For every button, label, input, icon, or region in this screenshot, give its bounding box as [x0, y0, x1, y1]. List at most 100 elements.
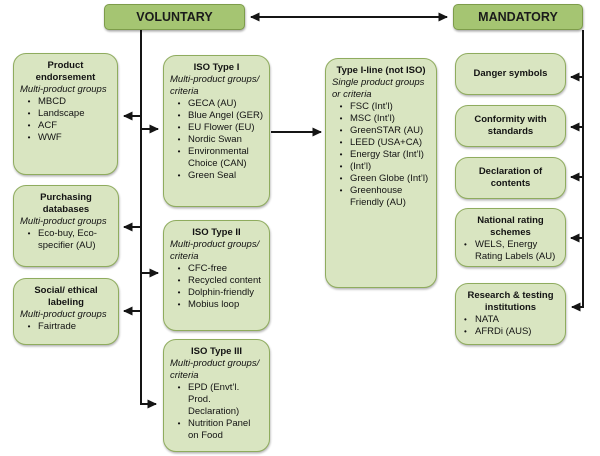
bullet-dot: •	[27, 229, 31, 238]
bullet-dot: •	[177, 288, 181, 297]
box-title: Danger symbols	[473, 68, 548, 79]
box-title: National rating schemes	[477, 215, 544, 238]
bullet-text: GECA (AU)	[188, 98, 237, 109]
bullet-text: Blue Angel (GER)	[188, 110, 263, 121]
bullet-list: •GECA (AU)•Blue Angel (GER)•EU Flower (E…	[170, 98, 263, 182]
bullet-text: MBCD	[38, 96, 66, 107]
bullet-item: •Green Seal	[170, 170, 263, 182]
box-title: Product endorsement	[35, 60, 96, 83]
box-purchasing-databases: Purchasing databases Multi-product group…	[13, 185, 119, 267]
bullet-item: • Green Globe (Int’l)	[332, 173, 430, 185]
box-iso-type-i: ISO Type I Multi-product groups/ criteri…	[163, 55, 270, 207]
bullet-text: GreenSTAR (AU)	[350, 125, 424, 136]
bullet-list: •CFC-free•Recycled content•Dolphin-frien…	[170, 263, 263, 311]
bullet-text: WWF	[38, 132, 62, 143]
bullet-item: •MBCD	[20, 96, 111, 108]
box-title: Purchasing databases	[40, 192, 92, 215]
trunk-voluntary	[140, 30, 157, 409]
bullet-text: (Int’l)	[350, 161, 372, 172]
bullet-dot: •	[464, 315, 467, 324]
bullet-dot: •	[339, 114, 343, 123]
box-subtitle: Multi-product groups/ criteria	[170, 74, 260, 97]
bullet-dot: •	[177, 99, 181, 108]
box-declaration-of-contents: Declaration of contents	[455, 157, 566, 199]
bullet-item: •EPD (Envt’l. Prod. Declaration)	[170, 382, 263, 418]
bullet-text: Mobius loop	[188, 299, 240, 310]
bullet-item: • GreenSTAR (AU)	[332, 125, 430, 137]
bullet-text: Nordic Swan	[188, 134, 242, 145]
bullet-item: • Eco-buy, Eco-specifier (AU)	[20, 228, 112, 252]
bullet-dot: •	[177, 276, 181, 285]
trunk-mandatory	[571, 30, 584, 312]
box-type-i-line: Type I-line (not ISO) Single product gro…	[325, 58, 437, 288]
box-title: Declaration of contents	[478, 166, 543, 189]
bullet-dot: •	[339, 174, 343, 183]
bullet-item: • Recycled content	[170, 275, 263, 287]
header-mandatory: MANDATORY	[453, 4, 583, 30]
bullet-item: • (Int’l)	[332, 161, 430, 173]
bullet-dot: •	[177, 419, 181, 428]
bullet-text: Energy Star (Int’l)	[350, 149, 424, 160]
box-subtitle: Multi-product groups/ criteria	[170, 358, 260, 381]
bullet-list: • Eco-buy, Eco-specifier (AU)	[20, 228, 112, 252]
bullet-item: • CFC-free	[170, 263, 263, 275]
box-title: Type I-line (not ISO)	[336, 65, 426, 76]
box-research-testing-institutions: Research & testing institutions • NATA • AF…	[455, 283, 566, 345]
bullet-text: LEED (USA+CA)	[350, 137, 423, 148]
bullet-item: •Fairtrade	[20, 321, 112, 333]
header-voluntary-label: VOLUNTARY	[136, 10, 213, 24]
box-title: Research & testing institutions	[467, 290, 554, 313]
box-iso-type-ii: ISO Type II Multi-product groups/ criter…	[163, 220, 270, 331]
bullet-text: Greenhouse Friendly (AU)	[350, 185, 406, 208]
bullet-text: Green Globe (Int’l)	[350, 173, 429, 184]
bullet-dot: •	[339, 186, 343, 195]
box-social-ethical-labeling: Social/ ethical labeling Multi-product g…	[13, 278, 119, 345]
bullet-item: • Nutrition Panel on Food	[170, 418, 263, 442]
bullet-item: •Mobius loop	[170, 299, 263, 311]
box-subtitle: Multi-product groups/ criteria	[170, 239, 260, 262]
bullet-text: Recycled content	[188, 275, 261, 286]
bullet-text: Green Seal	[188, 170, 237, 181]
box-subtitle: Multi-product groups	[20, 84, 107, 95]
bullet-text: Landscape	[38, 108, 85, 119]
bullet-item: •WELS, Energy Rating Labels (AU)	[462, 239, 559, 263]
bullet-text: ACF	[38, 120, 57, 131]
bullet-text: MSC (Int’l)	[350, 113, 395, 124]
bullet-dot: •	[339, 126, 343, 135]
bullet-dot: •	[177, 383, 181, 392]
bullet-item: • FSC (Int’l)	[332, 101, 430, 113]
bullet-item: •Nordic Swan	[170, 134, 263, 146]
bullet-dot: •	[339, 162, 343, 171]
bullet-item: • Energy Star (Int’l)	[332, 149, 430, 161]
bullet-text: AFRDi (AUS)	[475, 326, 532, 337]
bullet-item: • NATA	[462, 314, 559, 326]
bullet-dot: •	[464, 327, 467, 336]
bullet-text: Nutrition Panel on Food	[188, 418, 251, 441]
bullet-dot: •	[464, 240, 467, 249]
bullet-item: • LEED (USA+CA)	[332, 137, 430, 149]
box-subtitle: Multi-product groups	[20, 309, 107, 320]
bullet-list: •MBCD•Landscape•ACF•WWF	[20, 96, 111, 144]
box-conformity-with-standards: Conformity with standards	[455, 105, 566, 147]
bullet-text: Eco-buy, Eco-specifier (AU)	[38, 228, 97, 251]
bullet-text: FSC (Int’l)	[350, 101, 393, 112]
bullet-dot: •	[339, 150, 343, 159]
bullet-text: NATA	[475, 314, 499, 325]
header-voluntary: VOLUNTARY	[104, 4, 245, 30]
box-danger-symbols: Danger symbols	[455, 53, 566, 95]
bullet-dot: •	[27, 109, 31, 118]
bullet-item: •Environmental Choice (CAN)	[170, 146, 263, 170]
box-subtitle: Single product groups or criteria	[332, 77, 425, 100]
bullet-dot: •	[177, 264, 181, 273]
bullet-dot: •	[27, 133, 31, 142]
bullet-item: • WWF	[20, 132, 111, 144]
bullet-text: CFC-free	[188, 263, 228, 274]
bullet-dot: •	[177, 111, 181, 120]
bullet-item: •ACF	[20, 120, 111, 132]
bullet-text: Environmental Choice (CAN)	[188, 146, 249, 169]
bullet-text: EU Flower (EU)	[188, 122, 255, 133]
bullet-dot: •	[339, 102, 343, 111]
bullet-item: • Blue Angel (GER)	[170, 110, 263, 122]
bullet-dot: •	[339, 138, 343, 147]
